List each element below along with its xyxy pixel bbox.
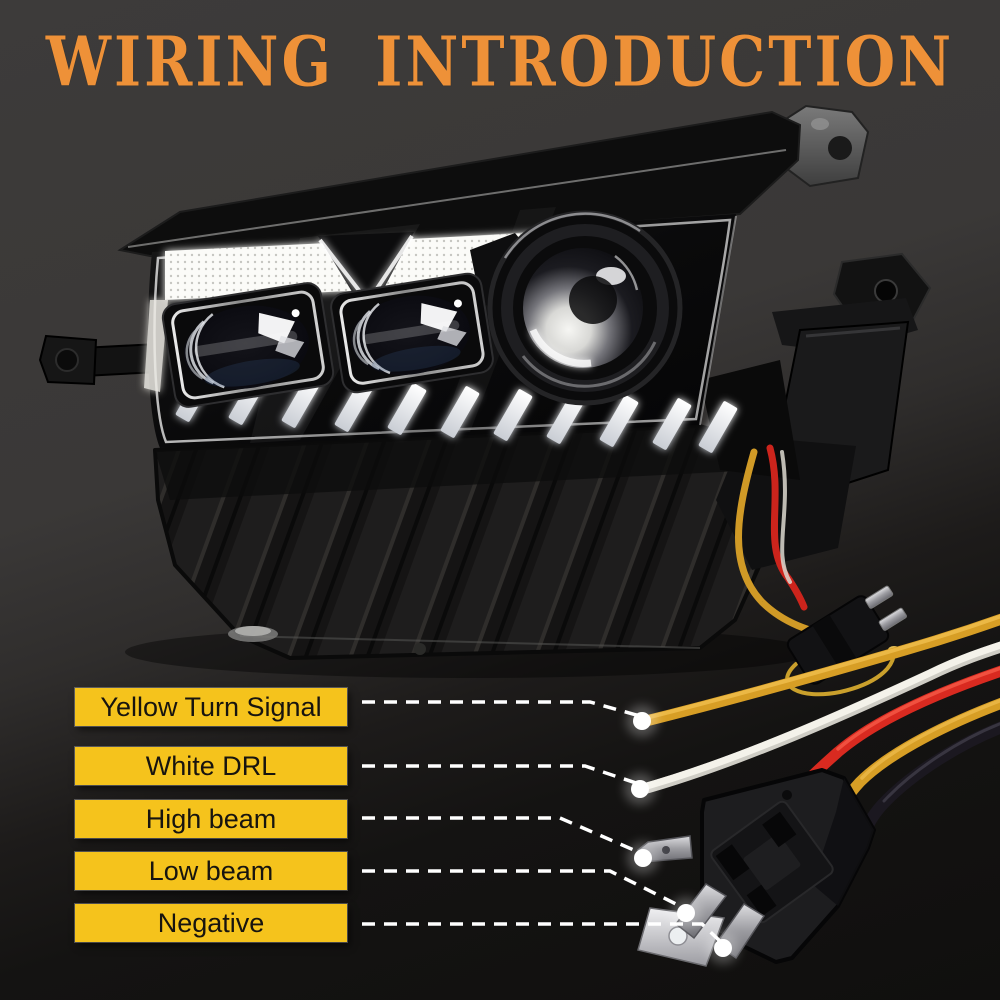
projector-lens: [487, 210, 683, 406]
leader-dots: [624, 705, 739, 964]
wiring-harness: [634, 613, 1000, 846]
leader-dot-high-beam: [627, 842, 659, 874]
headlight-illustration: [38, 104, 932, 697]
h4-connector: [637, 768, 876, 967]
leader-line-yellow-turn-signal: [362, 700, 641, 718]
page-title: WIRING INTRODUCTION: [45, 22, 955, 103]
leader-dot-low-beam: [670, 897, 702, 929]
wire-black-ground: [856, 721, 1000, 846]
wire-yellow-turn-signal: [636, 613, 1000, 728]
leader-line-low-beam: [362, 869, 687, 911]
label-white-drl: White DRL: [75, 747, 347, 785]
tab-hole: [828, 136, 852, 160]
drl-chevron-notch: [318, 232, 414, 318]
ribbed-housing: [153, 424, 782, 660]
leader-dot-negative: [707, 932, 739, 964]
label-high-beam: High beam: [75, 800, 347, 838]
reflector-lamp-middle: [330, 272, 494, 394]
leader-dot-white-drl: [624, 773, 656, 805]
wire-yellow-power: [830, 697, 1000, 826]
leader-lines: [362, 700, 725, 946]
leader-line-white-drl: [362, 764, 640, 786]
tab-left-hole: [55, 348, 79, 372]
label-low-beam: Low beam: [75, 852, 347, 890]
leader-line-high-beam: [362, 816, 644, 856]
leader-dot-yellow-turn-signal: [626, 705, 658, 737]
mounting-tab-left: [38, 334, 160, 386]
label-yellow-turn-signal: Yellow Turn Signal: [75, 688, 347, 726]
reflector-lamp-left: [161, 282, 335, 408]
label-negative: Negative: [75, 904, 347, 942]
bracket-hole: [874, 279, 898, 303]
pigtail-connector: [786, 585, 907, 685]
